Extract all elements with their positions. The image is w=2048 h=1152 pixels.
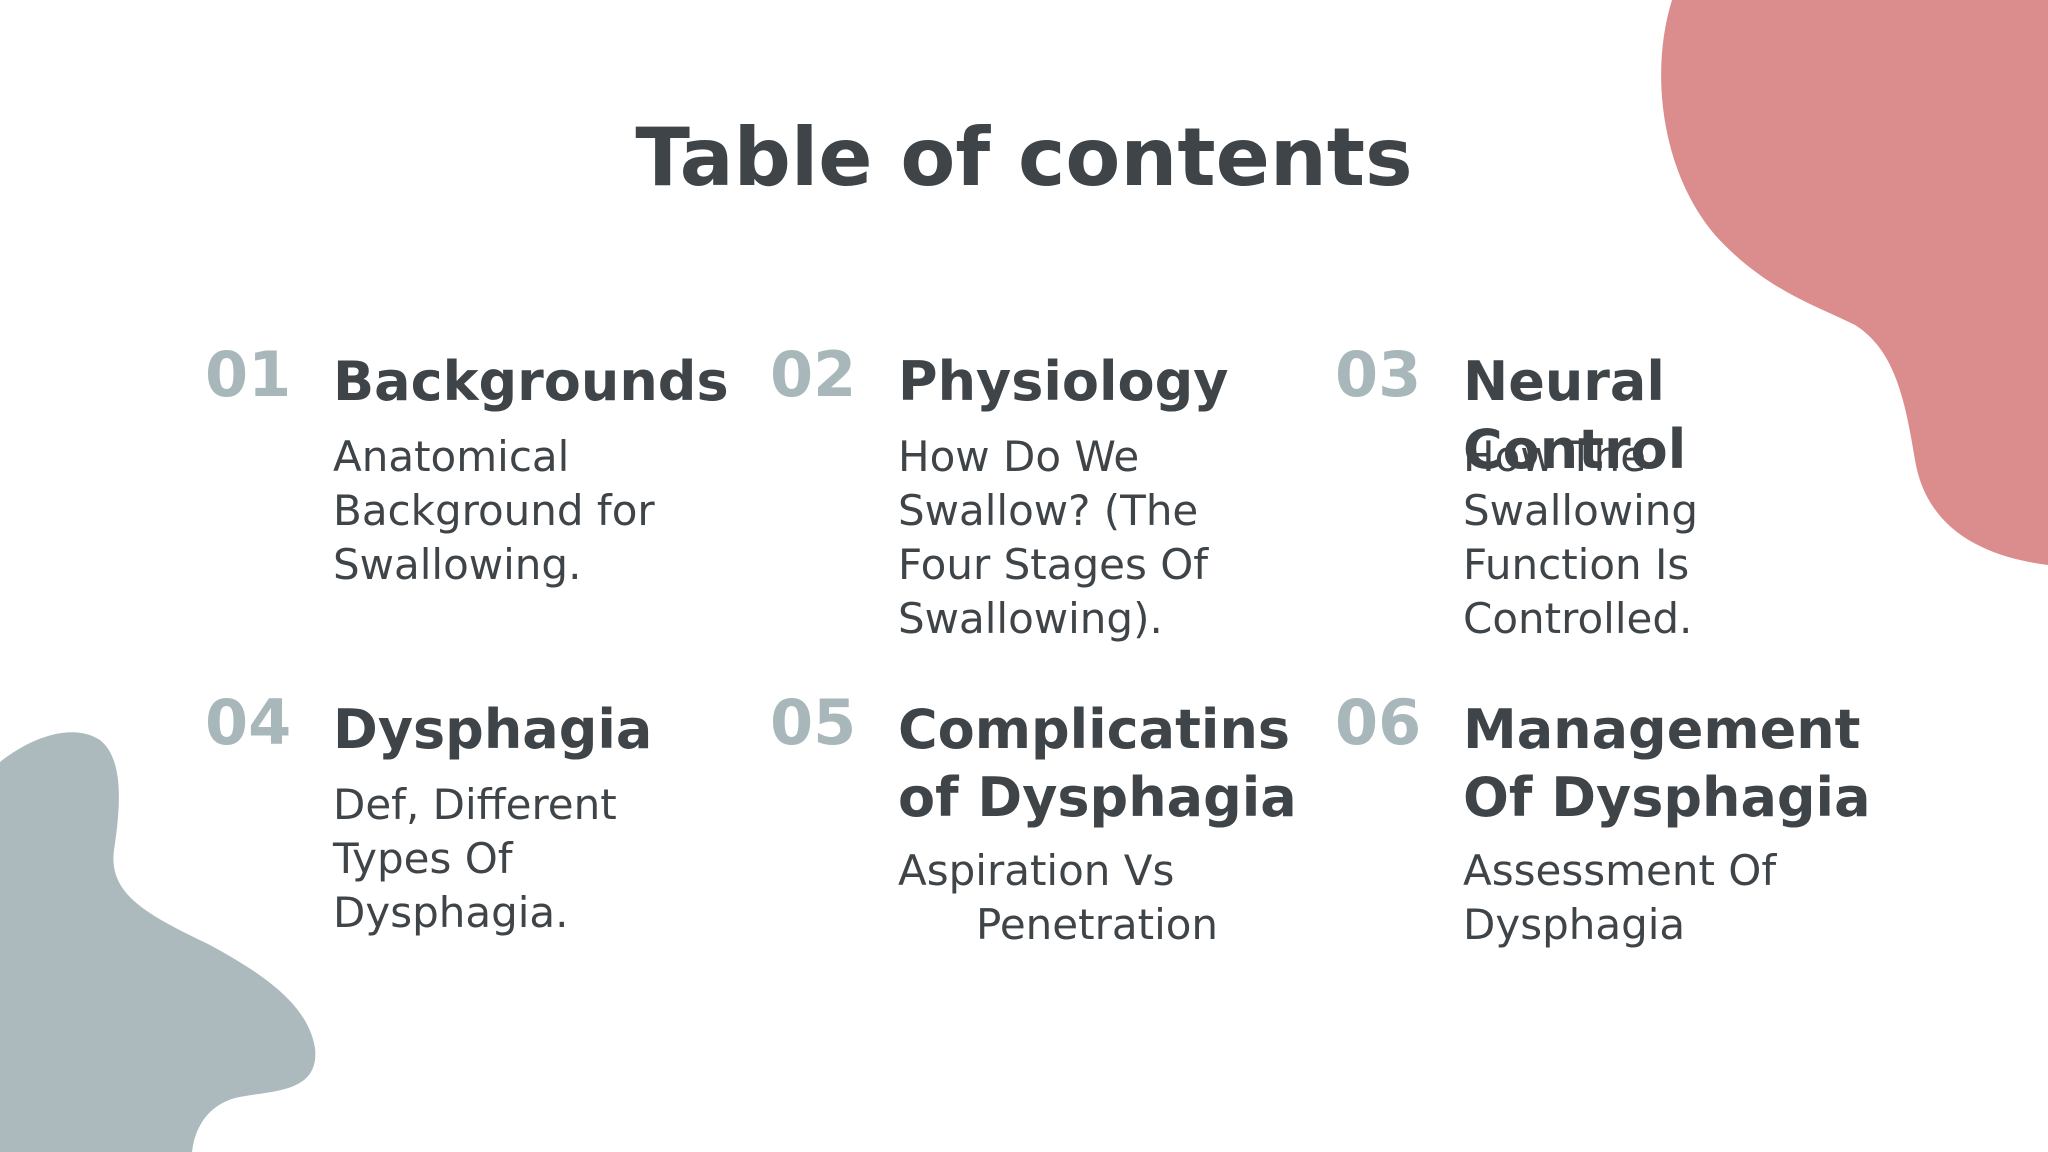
- toc-description: Anatomical Background for Swallowing.: [333, 432, 655, 589]
- toc-heading: Complicatins of Dysphagia: [898, 698, 1297, 829]
- toc-item-05: 05 Complicatins of Dysphagia Aspiration …: [770, 686, 1297, 992]
- toc-heading: Management Of Dysphagia: [1463, 698, 1871, 829]
- toc-item-03: 03 Neural Control How The Swallowing Fun…: [1335, 344, 1805, 644]
- gray-blob-shape: [0, 732, 316, 1152]
- toc-heading: Dysphagia: [333, 698, 653, 761]
- toc-number: 02: [770, 338, 857, 411]
- toc-description: How The Swallowing Function Is Controlle…: [1463, 432, 1699, 643]
- toc-number: 03: [1335, 338, 1422, 411]
- toc-description-line: Aspiration Vs: [898, 846, 1175, 895]
- toc-description: Aspiration Vs Penetration: [898, 844, 1298, 952]
- toc-item-06: 06 Management Of Dysphagia Assessment Of…: [1335, 686, 1871, 992]
- toc-description: Def, Different Types Of Dysphagia.: [333, 780, 617, 937]
- toc-description: Assessment Of Dysphagia: [1463, 846, 1777, 949]
- toc-description-line: Penetration: [976, 900, 1219, 949]
- toc-item-02: 02 Physiology How Do We Swallow? (The Fo…: [770, 344, 1240, 644]
- toc-number: 01: [205, 338, 292, 411]
- toc-heading: Physiology: [898, 350, 1229, 413]
- toc-item-04: 04 Dysphagia Def, Different Types Of Dys…: [205, 692, 675, 992]
- toc-number: 05: [770, 686, 857, 759]
- page-title: Table of contents: [635, 111, 1413, 204]
- toc-description: How Do We Swallow? (The Four Stages Of S…: [898, 432, 1209, 643]
- toc-number: 06: [1335, 686, 1422, 759]
- toc-heading: Neural Control: [1463, 350, 1687, 481]
- pink-blob-shape: [1661, 0, 2048, 565]
- toc-item-01: 01 Backgrounds Anatomical Background for…: [205, 338, 729, 644]
- toc-heading: Backgrounds: [333, 350, 729, 413]
- toc-number: 04: [205, 686, 292, 759]
